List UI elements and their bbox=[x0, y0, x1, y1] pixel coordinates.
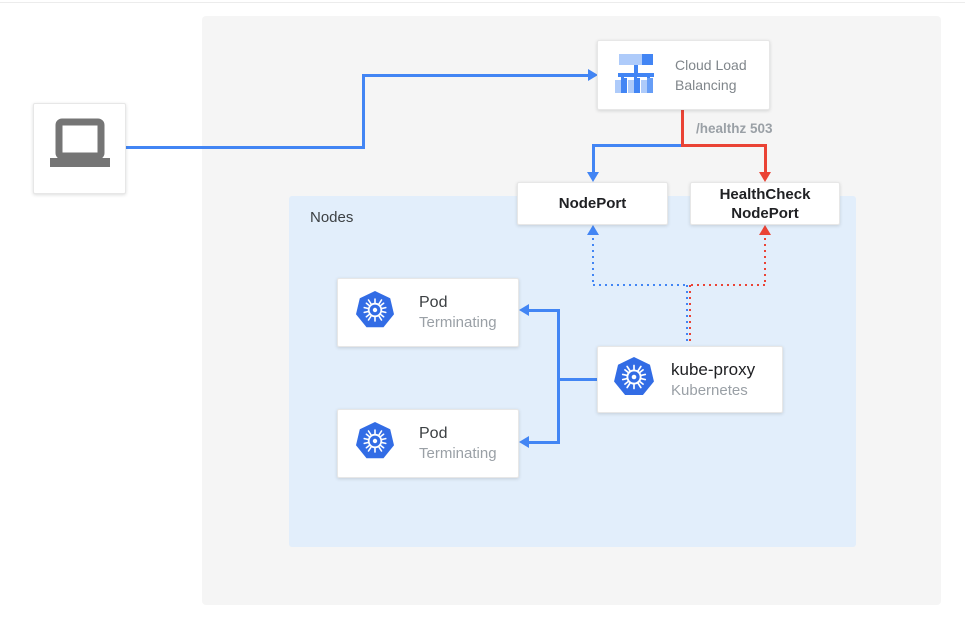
nodeport-label: NodePort bbox=[558, 195, 627, 212]
kubernetes-icon bbox=[355, 290, 395, 335]
pod-status: Terminating bbox=[419, 314, 497, 331]
dotted-edge-to-healthcheck-h bbox=[691, 284, 767, 286]
dotted-edge-to-nodeport-h bbox=[593, 284, 686, 286]
dotted-edge-kubeproxy-up-blue bbox=[686, 285, 688, 345]
pod-status: Terminating bbox=[419, 445, 497, 462]
kube-proxy-title: kube-proxy bbox=[671, 359, 756, 379]
kubernetes-icon bbox=[613, 356, 655, 403]
edge-branch-red-h bbox=[681, 144, 767, 147]
healthcheck-nodeport-node: HealthCheck NodePort bbox=[690, 182, 840, 225]
kubernetes-icon bbox=[355, 421, 395, 466]
pod-node-2: Pod Terminating bbox=[337, 409, 519, 478]
kube-proxy-subtitle: Kubernetes bbox=[671, 381, 748, 399]
dotted-edge-kubeproxy-up-red bbox=[689, 285, 691, 345]
nodes-group-label: Nodes bbox=[310, 209, 354, 226]
arrowhead-into-healthcheck-nodeport bbox=[759, 172, 771, 182]
edge-to-pod2-h bbox=[529, 441, 560, 444]
edge-client-to-lb-h bbox=[126, 146, 365, 149]
cloud-load-balancing-node: Cloud Load Balancing bbox=[597, 40, 770, 110]
edge-kubeproxy-to-pods-v bbox=[557, 309, 560, 444]
edge-branch-red-v bbox=[764, 144, 767, 175]
cloud-load-balancing-label: Cloud Load Balancing bbox=[675, 57, 747, 93]
laptop-icon bbox=[47, 118, 113, 179]
edge-branch-blue-h bbox=[592, 144, 683, 147]
arrowhead-into-pod2 bbox=[519, 436, 529, 448]
edge-branch-blue-v bbox=[592, 144, 595, 175]
arrowhead-into-load-balancer bbox=[588, 69, 598, 81]
dotted-edge-to-nodeport-v bbox=[592, 238, 594, 285]
edge-kubeproxy-to-pods-h bbox=[557, 378, 597, 381]
edge-lb-healthz-v bbox=[681, 110, 684, 147]
nodeport-node: NodePort bbox=[517, 182, 668, 225]
cloud-load-balancing-icon bbox=[613, 52, 661, 99]
kube-proxy-node: kube-proxy Kubernetes bbox=[597, 346, 783, 413]
client-node bbox=[33, 103, 126, 194]
edge-client-to-lb-v bbox=[362, 74, 365, 149]
healthcheck-nodeport-label: HealthCheck NodePort bbox=[719, 185, 811, 222]
pod-node-1: Pod Terminating bbox=[337, 278, 519, 347]
arrowhead-into-nodeport bbox=[587, 172, 599, 182]
pod-title: Pod bbox=[419, 425, 448, 442]
arrowhead-up-into-nodeport bbox=[587, 225, 599, 235]
arrowhead-into-pod1 bbox=[519, 304, 529, 316]
pod-title: Pod bbox=[419, 294, 448, 311]
edge-to-pod1-h bbox=[529, 309, 560, 312]
arrowhead-up-into-healthcheck-nodeport bbox=[759, 225, 771, 235]
dotted-edge-to-healthcheck-v bbox=[764, 238, 766, 285]
healthz-503-label: /healthz 503 bbox=[696, 121, 773, 136]
edge-client-to-lb-h2 bbox=[362, 74, 588, 77]
page-top-divider bbox=[0, 2, 965, 3]
